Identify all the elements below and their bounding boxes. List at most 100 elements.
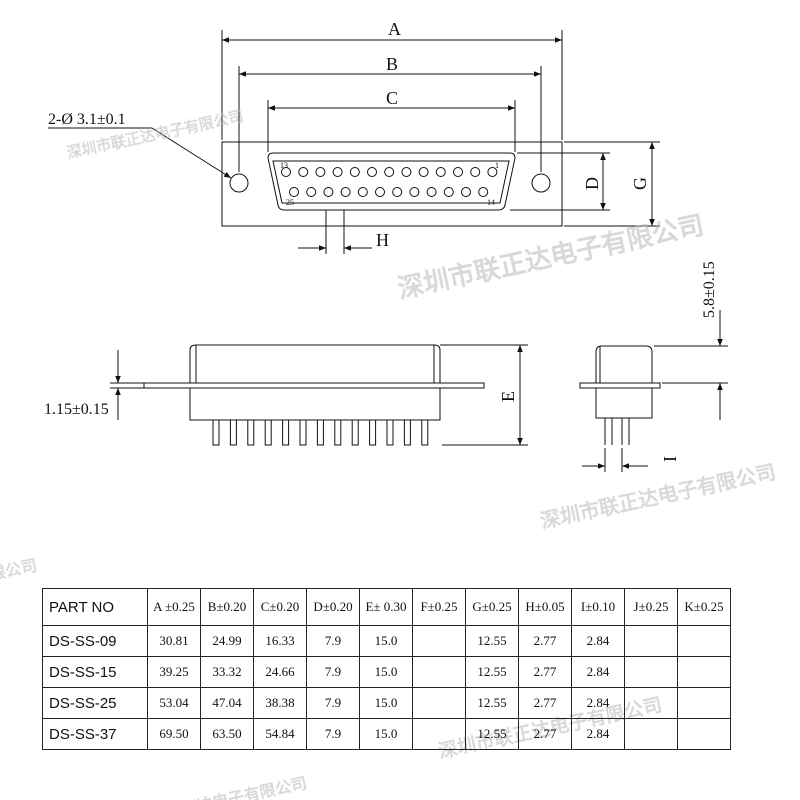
pin-socket [435, 167, 446, 177]
table-cell: 47.04 [200, 687, 254, 719]
table-cell [677, 656, 731, 688]
d-shell-outer [267, 152, 516, 211]
table-cell [624, 656, 678, 688]
watermark: 深圳市联正达电子有限公司 [538, 460, 778, 533]
flange-thickness-label: 1.15±0.15 [44, 401, 109, 418]
solder-pin [386, 419, 394, 446]
table-header-cell: E± 0.30 [359, 588, 413, 626]
table-cell: 12.55 [465, 656, 519, 688]
pin-socket [453, 167, 463, 177]
dim-c-label: C [386, 88, 398, 108]
table-cell: 30.81 [147, 625, 201, 657]
pin-label-25: 25 [286, 198, 294, 207]
part-number-cell: DS-SS-09 [42, 625, 148, 657]
mounting-hole-left [229, 173, 249, 193]
dim-i-label: I [660, 456, 680, 462]
table-cell: 39.25 [147, 656, 201, 688]
solder-pin [247, 419, 255, 446]
pin-socket [306, 187, 317, 197]
table-cell: 38.38 [253, 687, 307, 719]
table-header-cell: D±0.20 [306, 588, 360, 626]
front-shell [189, 344, 441, 383]
table-cell: 7.9 [306, 718, 360, 750]
pin-socket [401, 167, 412, 177]
solder-pin [229, 419, 237, 446]
solder-pin [212, 419, 220, 446]
table-cell: 2.77 [518, 625, 572, 657]
mounting-hole-right [531, 173, 551, 193]
pin-socket [281, 167, 291, 177]
top-view [48, 30, 660, 254]
table-header-cell: G±0.25 [465, 588, 519, 626]
front-pin-row [212, 419, 429, 446]
pin-socket [357, 187, 368, 197]
solder-pin [299, 419, 307, 446]
table-cell: 15.0 [359, 625, 413, 657]
pin-socket [487, 167, 498, 177]
solder-pin [316, 419, 324, 446]
header-part-no: PART NO [42, 588, 148, 626]
pin-socket [375, 187, 385, 197]
table-cell: 15.0 [359, 687, 413, 719]
pin-socket [392, 187, 403, 197]
table-cell: 2.77 [518, 687, 572, 719]
dim-h-label: H [376, 230, 389, 250]
table-cell [412, 625, 466, 657]
table-cell: 24.66 [253, 656, 307, 688]
side-shell [595, 345, 653, 383]
pin-socket [418, 167, 429, 177]
hole-leader [151, 127, 232, 179]
table-cell: 7.9 [306, 625, 360, 657]
table-header-cell: B±0.20 [200, 588, 254, 626]
side-dim-label: 5.8±0.15 [701, 261, 718, 318]
table-cell: 12.55 [465, 625, 519, 657]
table-cell: 15.0 [359, 656, 413, 688]
pin-label-1: 1 [495, 161, 499, 170]
table-cell: 7.9 [306, 656, 360, 688]
solder-pin [282, 419, 290, 446]
front-view [110, 344, 528, 446]
table-cell [677, 718, 731, 750]
pin-socket [332, 167, 343, 177]
table-cell [624, 625, 678, 657]
table-header-cell: K±0.25 [677, 588, 731, 626]
pin-label-14: 14 [487, 198, 495, 207]
pin-socket [426, 187, 437, 197]
pin-label-13: 13 [280, 161, 288, 170]
table-cell: 69.50 [147, 718, 201, 750]
table-cell: 12.55 [465, 687, 519, 719]
table-header-cell: J±0.25 [624, 588, 678, 626]
table-cell [677, 687, 731, 719]
table-cell: 2.77 [518, 656, 572, 688]
table-cell: 2.84 [571, 656, 625, 688]
table-cell [412, 687, 466, 719]
pin-socket [470, 167, 481, 177]
table-header-cell: H±0.05 [518, 588, 572, 626]
solder-pin [334, 419, 342, 446]
d-shell-inner [272, 160, 510, 204]
table-header-cell: I±0.10 [571, 588, 625, 626]
table-cell: 16.33 [253, 625, 307, 657]
solder-pin [369, 419, 377, 446]
watermark: 深圳市联正达电子有限公司 [395, 210, 707, 305]
dim-g-label: G [630, 177, 650, 190]
watermark: 深圳市联正达电子有限公司 [117, 773, 309, 800]
table-cell: 12.55 [465, 718, 519, 750]
solder-pin [351, 419, 359, 446]
table-header-cell: A ±0.25 [147, 588, 201, 626]
table-cell [412, 718, 466, 750]
pin-socket [461, 187, 471, 197]
pin-row-bottom [289, 187, 489, 197]
pin-socket [367, 167, 377, 177]
hole-note: 2-Ø 3.1±0.1 [48, 111, 126, 128]
part-number-cell: DS-SS-37 [42, 718, 148, 750]
table-cell [624, 718, 678, 750]
